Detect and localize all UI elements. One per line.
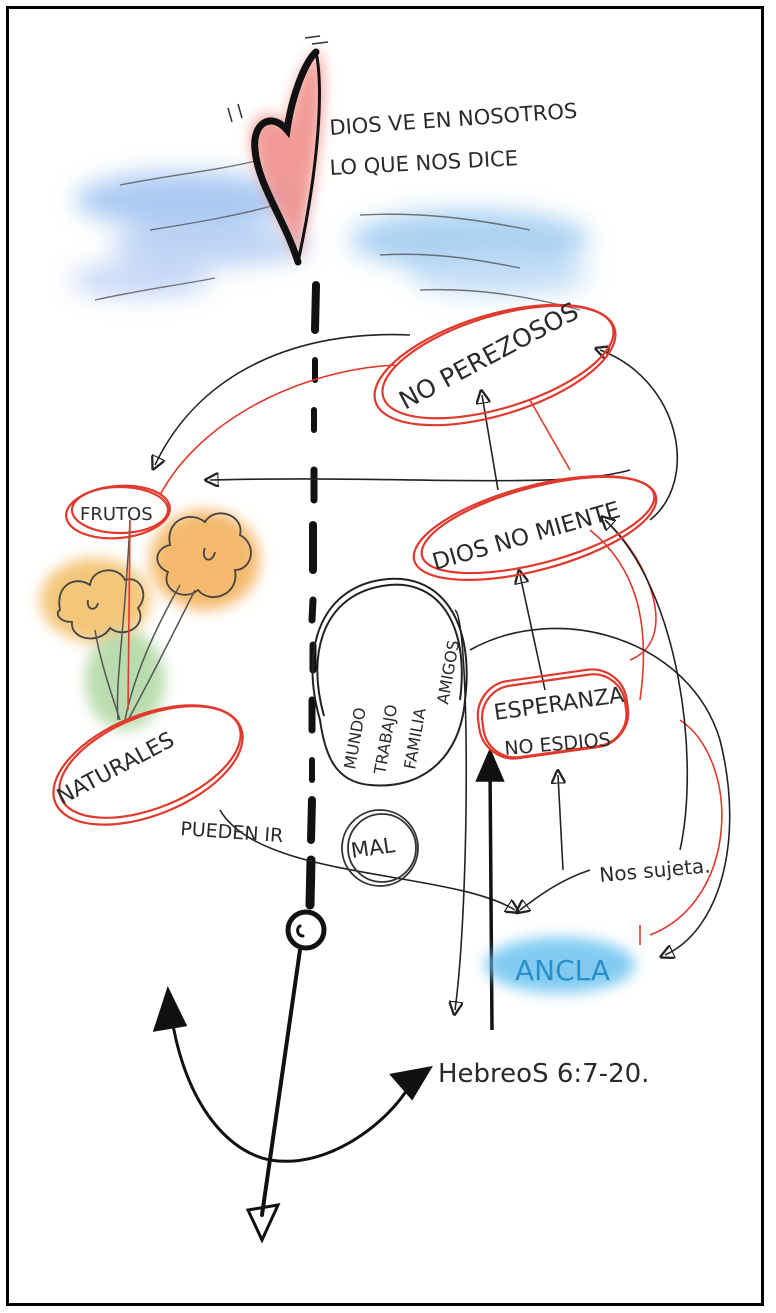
flower-left-icon: [56, 569, 145, 640]
node-no-perezosos-outline: [373, 303, 617, 427]
node-esperanza-outline: [476, 668, 630, 760]
heading-line-2: LO QUE NOS DICE: [329, 146, 519, 180]
node-esperanza-label: ESPERANZA: [492, 683, 625, 726]
node-naturales-label: NATURALES: [53, 728, 179, 811]
reference-label: HebreoS 6:7-20.: [438, 1059, 649, 1089]
node-mundo-label: MUNDO: [340, 706, 370, 771]
node-no-esdios-label: NO ESDIOS: [504, 729, 612, 760]
ancla-wash: [485, 937, 635, 993]
sky-strokes: [94, 159, 581, 311]
heart-icon: [227, 35, 329, 266]
node-frutos-outline: [65, 484, 171, 540]
node-frutos-label: FRUTOS: [80, 504, 153, 525]
pueden-ir-label: PUEDEN IR: [180, 818, 284, 847]
node-mundo-outline: [311, 577, 468, 787]
flower-right-icon: [156, 512, 252, 598]
node-amigos-label: AMIGOS: [433, 639, 463, 706]
flower-wash: [40, 510, 260, 730]
dashed-vertical-line: [305, 281, 320, 910]
nos-sujeta-label: Nos sujeta.: [598, 853, 711, 887]
red-connectors: [127, 364, 723, 945]
node-naturales-outline: [52, 704, 244, 826]
node-mal-outline: [341, 809, 419, 887]
sky-wash-right: [350, 210, 590, 295]
thick-arrow-up: [475, 747, 505, 1031]
node-dios-no-miente-label: DIOS NO MIENTE: [429, 497, 623, 575]
node-trabajo-label: TRABAJO: [370, 703, 401, 777]
anchor-icon: [152, 909, 433, 1244]
node-familia-label: FAMILIA: [400, 706, 429, 770]
node-dios-no-miente-outline: [412, 475, 658, 581]
node-mal-label: MAL: [349, 833, 396, 863]
node-ancla-label: ANCLA: [515, 954, 610, 987]
flower-stems: [94, 519, 196, 721]
heading-line-1: DIOS VE EN NOSOTROS: [329, 99, 578, 140]
